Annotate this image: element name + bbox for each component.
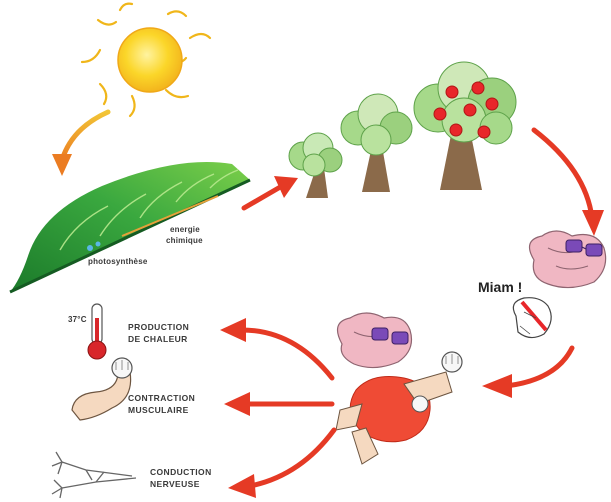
conduction-label-2: NERVEUSE [150,479,200,489]
flexed-arm-icon [72,358,132,420]
thermometer-icon [88,304,106,359]
person-to-figure-arrow [482,348,572,398]
central-figure [336,313,462,464]
apple-bite-icon [513,298,551,338]
production-label-2: DE CHALEUR [128,334,188,344]
eating-character [513,231,605,338]
photosynthese-label: photosynthèse [88,257,148,266]
to-muscle-arrow [224,392,332,416]
leaf [10,162,250,292]
contraction-label-1: CONTRACTION [128,393,195,403]
medium-tree [341,94,412,192]
apple-tree [414,62,516,190]
energie-chimique-label-1: energie [170,225,200,234]
energie-chimique-label-2: chimique [166,236,203,245]
contraction-label-2: MUSCULAIRE [128,405,189,415]
to-nerve-arrow [228,430,334,498]
small-tree [289,133,342,198]
neuron-icon [52,452,136,498]
miam-label: Miam ! [478,279,522,295]
production-label-1: PRODUCTION [128,322,189,332]
to-heat-arrow [220,318,332,378]
sunlight-arrow [52,112,108,176]
leaf-to-trees-arrow [244,176,298,208]
sun-icon [82,4,210,116]
temperature-label: 37°C [68,315,87,324]
right-fist-icon [442,352,462,372]
tree-to-person-arrow [534,130,604,236]
conduction-label-1: CONDUCTION [150,467,212,477]
